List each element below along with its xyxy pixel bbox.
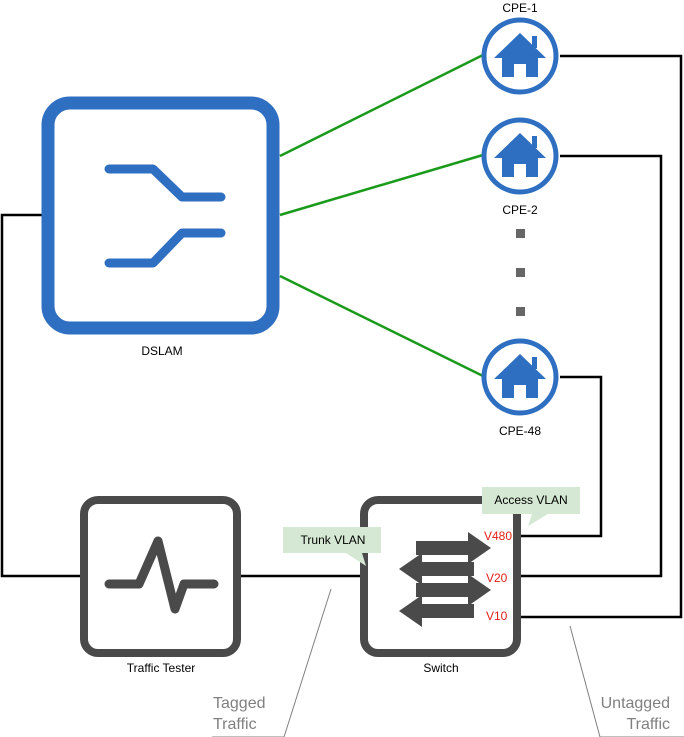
cpe-48-label: CPE-48	[499, 424, 541, 438]
tagged-traffic-line2: Traffic	[213, 716, 257, 733]
home-icon	[494, 354, 546, 398]
traffic-tester-label: Traffic Tester	[127, 661, 195, 675]
dsl-links	[279, 53, 484, 378]
cpe-2-label: CPE-2	[502, 203, 538, 217]
home-icon	[494, 133, 546, 177]
ethernet-links	[0, 54, 683, 619]
ellipsis-dots	[516, 229, 525, 316]
port-label-v20: V20	[486, 571, 508, 585]
cpe-1-label: CPE-1	[502, 1, 538, 15]
dslam-label: DSLAM	[141, 344, 182, 358]
cpe-2-node[interactable]: CPE-2	[481, 117, 559, 217]
trunk-vlan-label: Trunk VLAN	[301, 533, 366, 547]
tagged-traffic-annotation: Tagged Traffic	[212, 588, 332, 737]
switch-label: Switch	[423, 661, 458, 675]
traffic-tester-node[interactable]: Traffic Tester	[80, 496, 241, 675]
cpe-1-node[interactable]: CPE-1	[481, 1, 559, 95]
untagged-traffic-annotation: Untagged Traffic	[569, 625, 684, 737]
switch-arrows-icon	[399, 532, 491, 627]
untagged-traffic-line2: Traffic	[626, 716, 670, 733]
untagged-traffic-line1: Untagged	[601, 695, 670, 712]
link-cpe2-switch-v20	[520, 154, 663, 578]
access-vlan-callout: Access VLAN	[482, 487, 580, 526]
home-icon	[494, 33, 546, 77]
tagged-traffic-line1: Tagged	[213, 695, 266, 712]
access-vlan-label: Access VLAN	[494, 493, 567, 507]
link-dslam-cpe1	[279, 53, 484, 158]
port-label-v480: V480	[484, 529, 512, 543]
link-cpe48-switch-v480	[520, 375, 603, 538]
link-cpe1-switch-v10	[520, 54, 683, 619]
link-dslam-cpe2	[279, 153, 484, 217]
trunk-vlan-callout: Trunk VLAN	[283, 527, 381, 566]
link-dslam-tester	[0, 213, 84, 578]
pulse-icon	[104, 536, 219, 614]
split-arrows-icon	[104, 164, 226, 268]
dslam-node[interactable]: DSLAM	[41, 96, 280, 358]
link-dslam-cpe48	[279, 274, 484, 378]
port-label-v10: V10	[486, 609, 508, 623]
switch-node[interactable]: Switch	[360, 496, 521, 675]
cpe-48-node[interactable]: CPE-48	[481, 338, 559, 438]
